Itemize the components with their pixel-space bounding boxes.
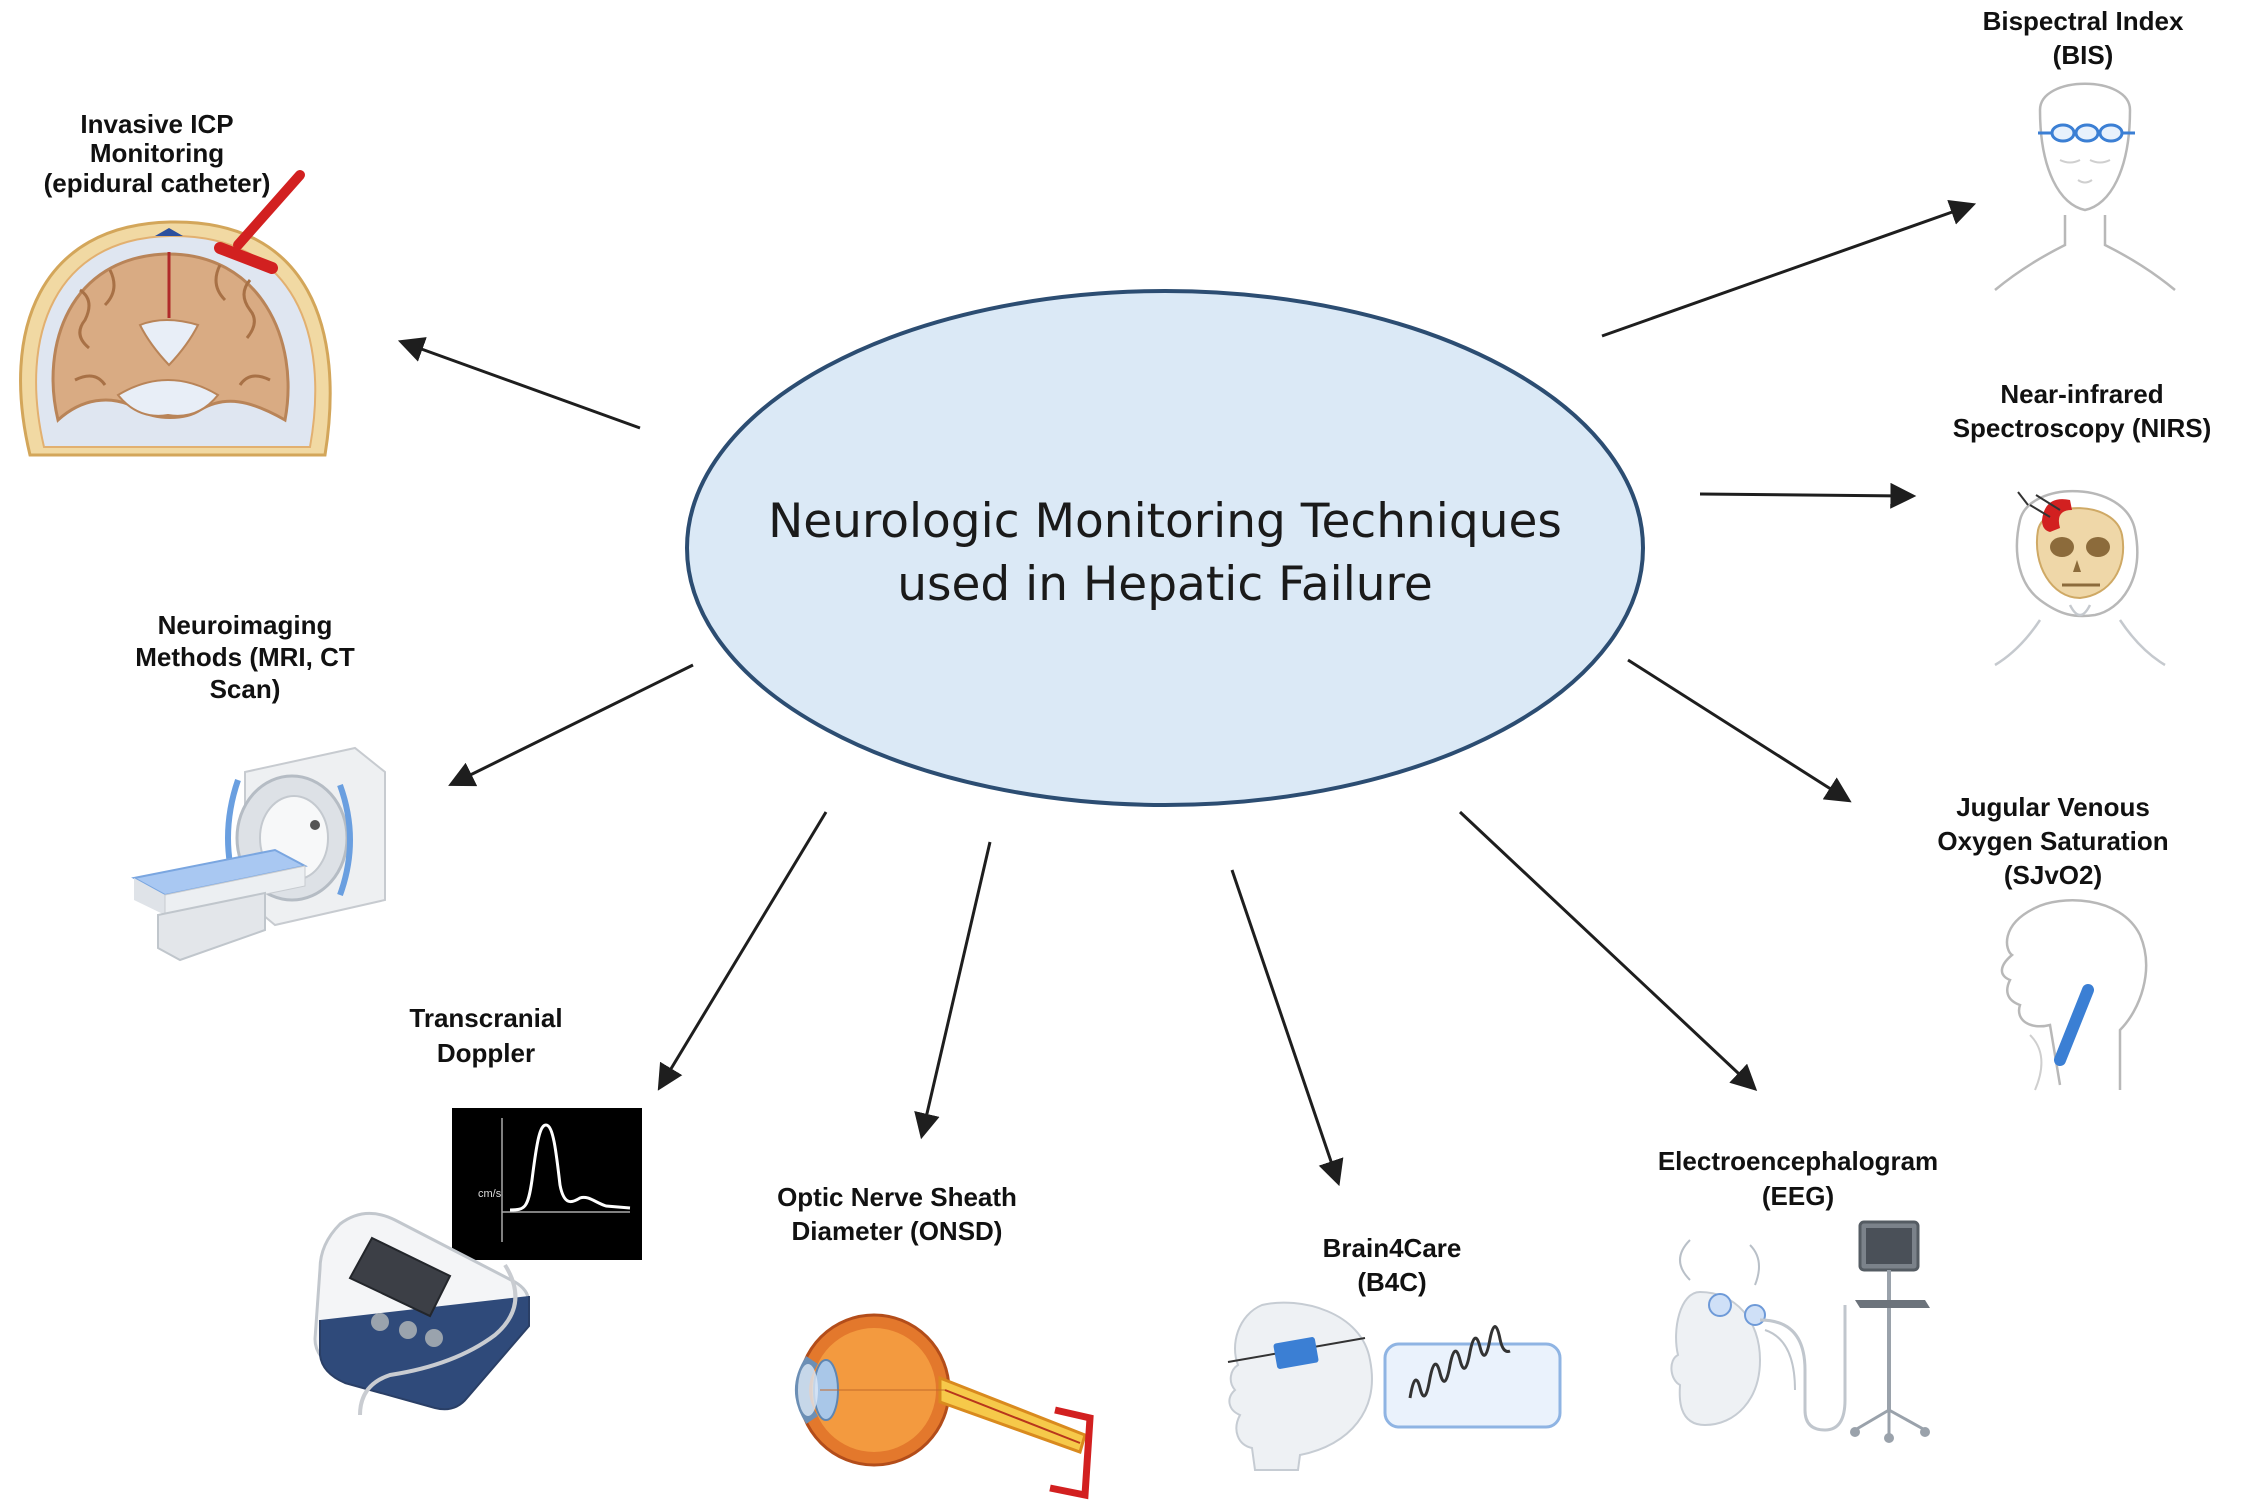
svg-text:Monitoring: Monitoring xyxy=(90,138,224,168)
infant-head-sensor-icon xyxy=(1227,1301,1562,1471)
label-bis: Bispectral Index (BIS) xyxy=(1983,6,2184,70)
center-node: Neurologic Monitoring Techniques used in… xyxy=(685,289,1645,807)
svg-text:Scan): Scan) xyxy=(210,674,281,704)
svg-text:Diameter (ONSD): Diameter (ONSD) xyxy=(792,1216,1003,1246)
arrows xyxy=(397,199,1977,1187)
svg-text:Invasive ICP: Invasive ICP xyxy=(80,109,233,139)
jugular-catheter xyxy=(2054,984,2094,1066)
label-icp: Invasive ICP Monitoring (epidural cathet… xyxy=(44,109,271,198)
doppler-waveform-screen xyxy=(452,1108,642,1260)
arrow-to-tcd xyxy=(657,811,828,1091)
svg-text:(BIS): (BIS) xyxy=(2053,40,2114,70)
svg-text:Brain4Care: Brain4Care xyxy=(1323,1233,1462,1263)
arrow-to-onsd xyxy=(914,841,992,1140)
svg-text:Doppler: Doppler xyxy=(437,1038,535,1068)
label-eeg: Electroencephalogram (EEG) xyxy=(1658,1146,1938,1211)
eeg-monitor-icon xyxy=(1670,1220,1930,1443)
skull-sensor-icon xyxy=(1994,490,2166,667)
arrow-to-bis xyxy=(1601,199,1977,338)
svg-text:Spectroscopy (NIRS): Spectroscopy (NIRS) xyxy=(1953,413,2212,443)
svg-text:(epidural catheter): (epidural catheter) xyxy=(44,168,271,198)
arrow-to-b4c xyxy=(1230,869,1344,1187)
svg-text:Transcranial: Transcranial xyxy=(409,1003,562,1033)
svg-text:Neuroimaging: Neuroimaging xyxy=(158,610,333,640)
neck-catheter-icon xyxy=(2000,899,2148,1091)
svg-text:(EEG): (EEG) xyxy=(1762,1181,1834,1211)
center-title-line2: used in Hepatic Failure xyxy=(897,557,1433,612)
label-tcd: Transcranial Doppler xyxy=(409,1003,562,1068)
center-ellipse xyxy=(685,289,1645,807)
svg-text:(SJvO2): (SJvO2) xyxy=(2004,860,2102,890)
forehead-sensor-icon xyxy=(1994,82,2176,291)
eye-cross-section-icon xyxy=(795,1313,1094,1500)
label-b4c: Brain4Care (B4C) xyxy=(1323,1233,1462,1297)
arrow-to-nirs xyxy=(1699,482,1917,509)
arrow-to-eeg xyxy=(1458,810,1758,1091)
doppler-unit-label: cm/s xyxy=(478,1188,502,1200)
arrow-to-neuroimaging xyxy=(448,663,694,787)
svg-text:Oxygen Saturation: Oxygen Saturation xyxy=(1937,826,2168,856)
svg-text:Electroencephalogram: Electroencephalogram xyxy=(1658,1146,1938,1176)
label-nirs: Near-infrared Spectroscopy (NIRS) xyxy=(1953,379,2212,443)
svg-text:Methods (MRI, CT: Methods (MRI, CT xyxy=(135,642,355,672)
svg-text:Optic Nerve Sheath: Optic Nerve Sheath xyxy=(777,1182,1017,1212)
b4c-sensor xyxy=(1273,1337,1319,1369)
mri-scanner-icon xyxy=(131,746,386,962)
svg-text:Bispectral Index: Bispectral Index xyxy=(1983,6,2184,36)
svg-text:Near-infrared: Near-infrared xyxy=(2000,379,2163,409)
label-onsd: Optic Nerve Sheath Diameter (ONSD) xyxy=(777,1182,1017,1246)
center-title-line1: Neurologic Monitoring Techniques xyxy=(768,494,1562,549)
svg-text:(B4C): (B4C) xyxy=(1357,1267,1426,1297)
brain-coronal-section-icon xyxy=(19,170,332,457)
doppler-device-icon: cm/s xyxy=(313,1108,642,1416)
arrow-to-sjvo2 xyxy=(1627,658,1852,803)
arrow-to-icp xyxy=(397,337,641,430)
label-neuroimaging: Neuroimaging Methods (MRI, CT Scan) xyxy=(135,610,355,704)
svg-text:Jugular Venous: Jugular Venous xyxy=(1956,792,2150,822)
nirs-sensor xyxy=(2042,499,2072,532)
label-sjvo2: Jugular Venous Oxygen Saturation (SJvO2) xyxy=(1937,792,2168,890)
